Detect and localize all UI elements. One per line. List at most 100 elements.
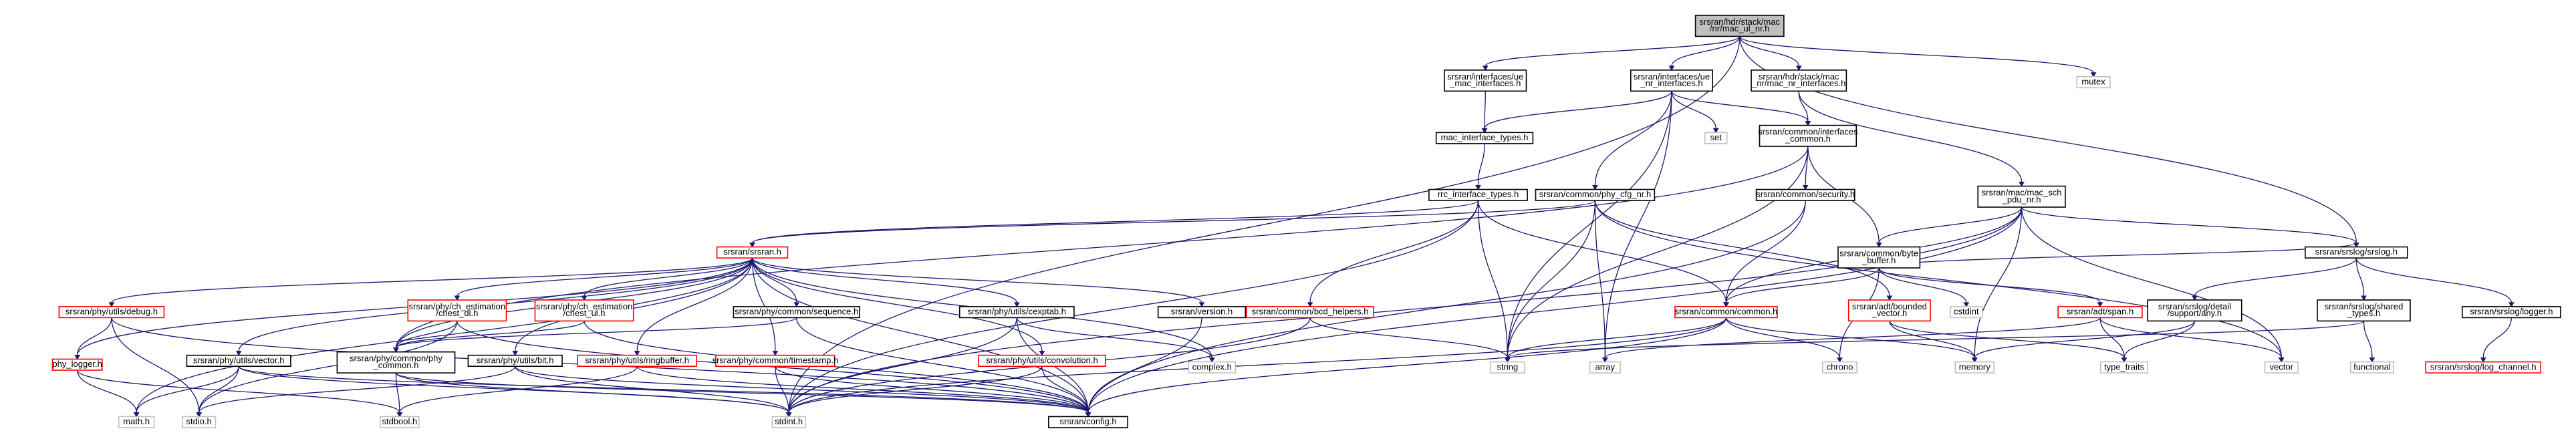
edge-convolution-to-stdint_h [788, 366, 1043, 413]
node-shared-types[interactable]: srsran/srslog/shared_types.h [2317, 299, 2411, 322]
arrowhead-span-to-array [1601, 357, 1608, 363]
node-srsran-h[interactable]: srsran/srsran.h [716, 246, 789, 259]
node-label: vector [2270, 361, 2294, 372]
edge-ue_nr_if-to-set [1671, 91, 1716, 129]
edge-mac_sch_pdu-to-vector [2021, 206, 2282, 358]
edge-phy_logger-to-math_h [77, 370, 137, 413]
node-box [2461, 306, 2561, 319]
node-box [716, 246, 789, 259]
node-ue-mac-if[interactable]: srsran/interfaces/ue_mac_interfaces.h [1444, 69, 1527, 92]
node-box [1428, 188, 1528, 201]
edge-byte_buffer-to-cstdint [1878, 267, 1967, 303]
node-label: _nr_interfaces.h [1640, 78, 1702, 88]
node-box [1535, 188, 1656, 201]
node-set: set [1704, 132, 1728, 144]
node-debug[interactable]: srsran/phy/utils/debug.h [58, 306, 165, 319]
arrowhead-ue_nr_if-to-phy_cfg_nr [1592, 185, 1598, 190]
node-bcd[interactable]: srsran/common/bcd_helpers.h [1246, 306, 1375, 319]
edge-srsran_h-to-debug [111, 257, 753, 303]
node-box [1589, 361, 1621, 374]
node-label: srsran/common/security.h [1756, 189, 1855, 199]
node-mac-if-types[interactable]: mac_interface_types.h [1435, 132, 1534, 144]
node-label: srsran/common/interfaces [1758, 127, 1858, 137]
node-bit[interactable]: srsran/phy/utils/bit.h [467, 354, 563, 367]
node-ifaces-common[interactable]: srsran/common/interfaces_common.h [1758, 124, 1858, 147]
edge-vector_h-to-math_h [136, 366, 239, 413]
node-phy-cfg-nr[interactable]: srsran/common/phy_cfg_nr.h [1535, 188, 1656, 201]
edge-logger-to-log_channel [2482, 317, 2513, 358]
arrowhead-ifaces_common-to-security [1802, 185, 1809, 190]
node-box [1755, 188, 1855, 201]
node-label: srsran/phy/ch_estimation [536, 301, 633, 311]
node-sequence[interactable]: srsran/phy/common/sequence.h [733, 306, 860, 319]
node-phy-common[interactable]: srsran/phy/common/phy_common.h [336, 351, 456, 374]
node-rrc-if-types[interactable]: rrc_interface_types.h [1428, 188, 1528, 201]
node-ringbuffer[interactable]: srsran/phy/utils/ringbuffer.h [577, 354, 697, 367]
edge-cexptab-to-complex [1016, 317, 1212, 358]
node-logger[interactable]: srsran/srslog/logger.h [2461, 306, 2561, 319]
node-stdio-h: stdio.h [182, 416, 217, 428]
node-span[interactable]: srsran/adt/span.h [2057, 306, 2143, 319]
node-box [1674, 306, 1778, 319]
edge-security-to-common_h [1725, 200, 1806, 303]
node-label: srsran/srslog/shared [2325, 301, 2404, 311]
node-box [2057, 306, 2143, 319]
node-label: stdint.h [775, 416, 803, 426]
node-convolution[interactable]: srsran/phy/utils/convolution.h [978, 354, 1106, 367]
node-common-h[interactable]: srsran/common/common.h [1674, 306, 1778, 319]
node-label: /chest_dl.h [436, 308, 478, 318]
node-timestamp[interactable]: srsran/phy/common/timestamp.h [713, 354, 839, 367]
node-box [186, 354, 291, 367]
node-label: srsran/phy/utils/cexptab.h [968, 307, 1066, 317]
node-srslog[interactable]: srsran/srslog/srslog.h [2305, 246, 2408, 259]
node-box [1751, 69, 1847, 92]
arrowhead-root-to-mac_nr_if [1795, 65, 1802, 71]
arrowhead-bit-to-stdio_h [196, 412, 202, 418]
edge-cexptab-to-stdint_h [788, 317, 1017, 413]
edge-root-to-ue_nr_if [1671, 36, 1741, 67]
node-box [771, 416, 806, 428]
node-mac-nr-if[interactable]: srsran/hdr/stack/mac_nr/mac_nr_interface… [1751, 69, 1847, 92]
node-vector: vector [2264, 361, 2299, 374]
arrowhead-srsran_h-to-debug [108, 302, 115, 307]
node-box [407, 299, 507, 322]
edge-rrc_if_types-to-bcd [1309, 200, 1479, 303]
node-byte-buffer[interactable]: srsran/common/byte_buffer.h [1837, 246, 1921, 269]
node-box [1694, 15, 1785, 37]
node-cexptab[interactable]: srsran/phy/utils/cexptab.h [958, 306, 1075, 319]
node-root[interactable]: srsran/hdr/stack/mac/nr/mac_ul_nr.h [1694, 15, 1785, 37]
node-box [336, 351, 456, 374]
node-version[interactable]: srsran/version.h [1157, 306, 1247, 319]
node-label: srsran/phy/utils/vector.h [193, 355, 285, 365]
arrowhead-any-to-memory [1971, 357, 1978, 363]
node-box [1246, 306, 1375, 319]
arrowhead-srsran_h-to-cexptab [1013, 302, 1020, 307]
node-string: string [1489, 361, 1525, 374]
node-any[interactable]: srsran/srslog/detail/support/any.h [2147, 299, 2242, 322]
edge-common_h-to-chrono [1725, 317, 1841, 358]
node-security[interactable]: srsran/common/security.h [1755, 188, 1855, 201]
node-chest-ul[interactable]: srsran/phy/ch_estimation/chest_ul.h [534, 299, 634, 322]
edge-srsran_h-to-timestamp [751, 258, 776, 351]
node-log-channel[interactable]: srsran/srslog/log_channel.h [2425, 361, 2542, 374]
node-box [1630, 69, 1714, 92]
node-label: mac_interface_types.h [1441, 132, 1529, 142]
node-vector-h[interactable]: srsran/phy/utils/vector.h [186, 354, 291, 367]
arrowhead-rrc_if_types-to-bcd [1307, 302, 1313, 307]
node-bounded-vector[interactable]: srsran/adt/bounded_vector.h [1847, 299, 1931, 322]
node-ue-nr-if[interactable]: srsran/interfaces/ue_nr_interfaces.h [1630, 69, 1714, 92]
node-label: srsran/srslog/log_channel.h [2430, 361, 2537, 372]
edge-chest_dl-to-stdio_h [198, 321, 458, 413]
edge-srslog-to-shared_types [2355, 258, 2365, 296]
node-chest-dl[interactable]: srsran/phy/ch_estimation/chest_dl.h [407, 299, 507, 322]
edge-phy_common-to-stdbool_h [395, 373, 400, 413]
node-stdbool-h: stdbool.h [380, 416, 420, 428]
node-mac-sch-pdu[interactable]: srsran/mac/mac_sch_pdu_nr.h [1977, 185, 2066, 208]
node-config-h[interactable]: srsran/config.h [1048, 416, 1128, 428]
node-phy-logger[interactable]: phy_logger.h [51, 358, 103, 371]
node-box [733, 306, 860, 319]
node-box [958, 306, 1075, 319]
node-math-h: math.h [118, 416, 155, 428]
node-label: mutex [2081, 76, 2105, 86]
node-box [2100, 361, 2148, 374]
